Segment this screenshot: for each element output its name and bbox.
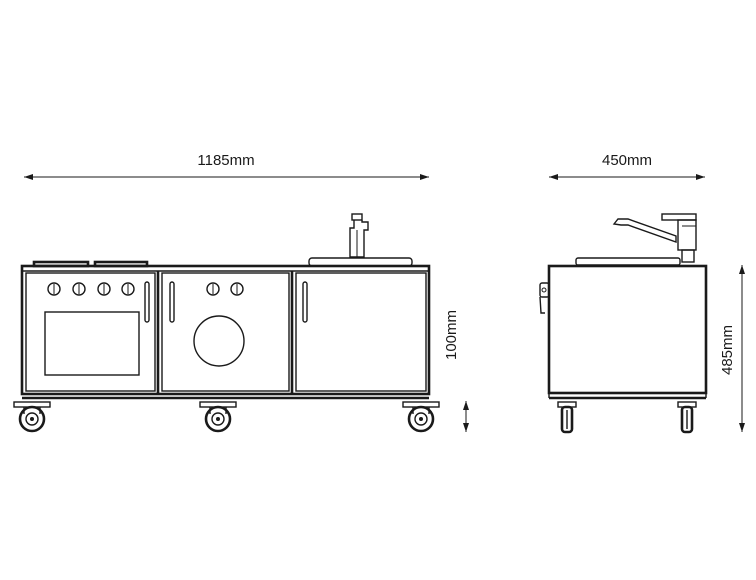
- hose-connector-icon: [539, 282, 550, 314]
- hob-burner-right: [93, 260, 149, 268]
- hob-burner-left: [32, 260, 90, 268]
- side-depth-label: 450mm: [602, 152, 652, 169]
- dimension-side-depth: 450mm: [549, 152, 705, 180]
- side-body: [547, 264, 708, 395]
- sink-basin: [308, 257, 413, 267]
- washer-door-frame: [161, 272, 290, 392]
- dimension-wheel-height: 100mm: [443, 310, 469, 432]
- side-height-label: 485mm: [719, 325, 736, 375]
- side-view: [539, 213, 708, 434]
- wheel-height-label: 100mm: [443, 310, 460, 360]
- front-body: [20, 264, 431, 396]
- oven-handle: [144, 281, 150, 323]
- oven-door-frame: [25, 272, 156, 392]
- knob-icon: [206, 282, 220, 296]
- caster-wheel-icon: [199, 401, 237, 433]
- dimension-side-height: 485mm: [719, 265, 745, 432]
- knob-icon: [72, 282, 86, 296]
- washer-handle: [169, 281, 175, 323]
- caster-wheel-icon: [13, 401, 51, 433]
- caster-wheel-icon: [557, 401, 577, 434]
- washer-drum-window: [193, 315, 245, 367]
- front-view: [13, 213, 440, 433]
- dimension-front-width: 1185mm: [24, 152, 429, 180]
- cupboard-door-frame: [295, 272, 427, 392]
- side-sink-top: [575, 257, 681, 266]
- faucet-icon: [612, 213, 697, 263]
- front-width-label: 1185mm: [197, 152, 254, 169]
- oven-window: [44, 311, 140, 376]
- oven-knobs: [47, 282, 135, 296]
- knob-icon: [97, 282, 111, 296]
- knob-icon: [121, 282, 135, 296]
- caster-wheel-icon: [402, 401, 440, 433]
- faucet-icon: [349, 213, 369, 258]
- knob-icon: [47, 282, 61, 296]
- caster-wheel-icon: [677, 401, 697, 434]
- knob-icon: [230, 282, 244, 296]
- cupboard-handle: [302, 281, 308, 323]
